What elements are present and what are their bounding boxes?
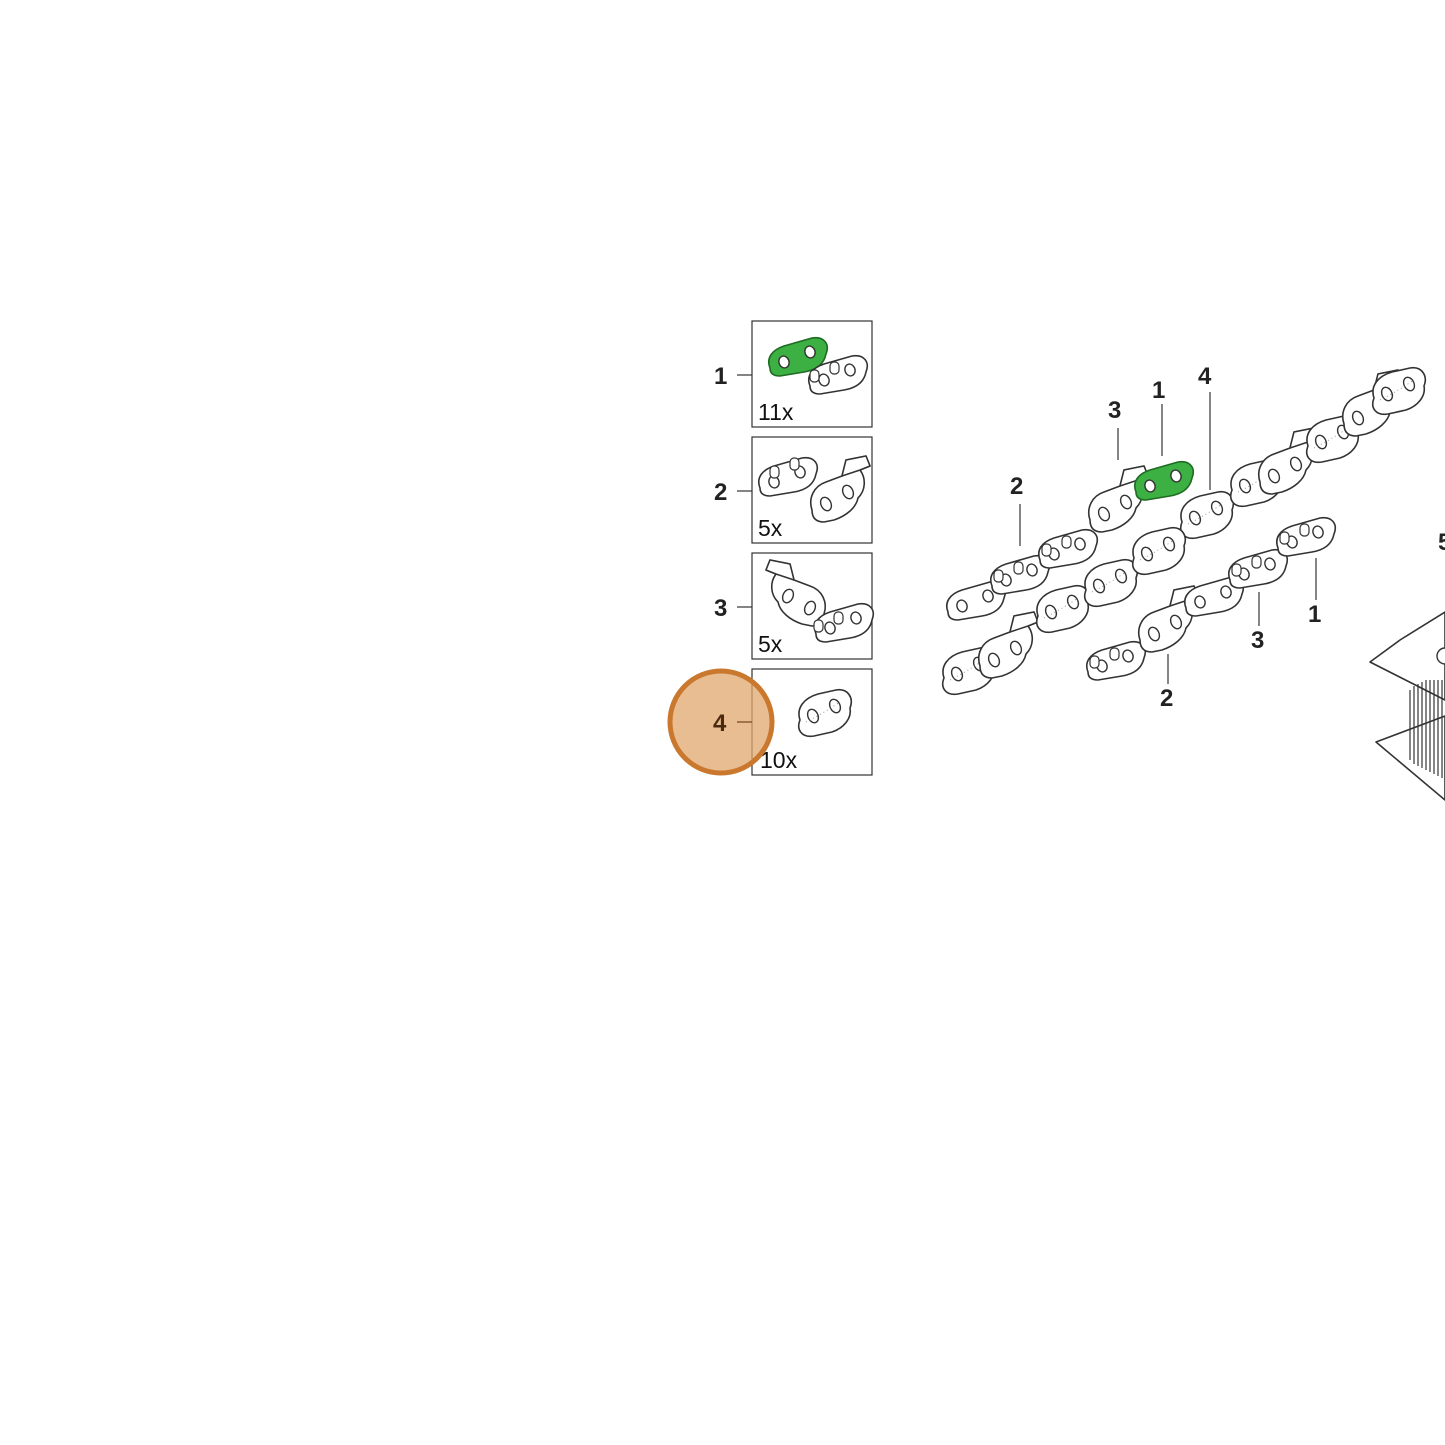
legend-quantity-2: 5x	[758, 515, 783, 541]
callout-edge-partial: 5	[1438, 529, 1445, 556]
legend-number-4[interactable]: 4	[713, 710, 727, 737]
legend-row-2[interactable]: 2 5x	[714, 436, 873, 544]
callout-upper-4: 4	[1198, 363, 1212, 390]
callout-upper-1: 1	[1152, 377, 1165, 404]
legend-number-2: 2	[714, 479, 727, 506]
callout-lower-1: 1	[1308, 601, 1321, 628]
callout-upper-3: 3	[1108, 397, 1121, 424]
chain-reel-illustration	[1369, 611, 1445, 801]
callout-lower-2: 2	[1160, 685, 1173, 712]
chain-assembly-illustration: 2 3 1 4 2 3 1 5	[941, 363, 1445, 712]
legend-row-3[interactable]: 3 5x	[714, 552, 875, 660]
legend-number-3: 3	[714, 595, 727, 622]
selection-marker	[667, 668, 775, 776]
callout-lower-3: 3	[1251, 627, 1264, 654]
legend-quantity-1: 11x	[758, 399, 794, 425]
legend-number-1: 1	[714, 363, 727, 390]
legend-quantity-3: 5x	[758, 631, 783, 657]
callout-upper-2: 2	[1010, 473, 1023, 500]
legend-quantity-4: 10x	[760, 747, 798, 773]
legend-row-1[interactable]: 1 11x	[714, 320, 873, 428]
